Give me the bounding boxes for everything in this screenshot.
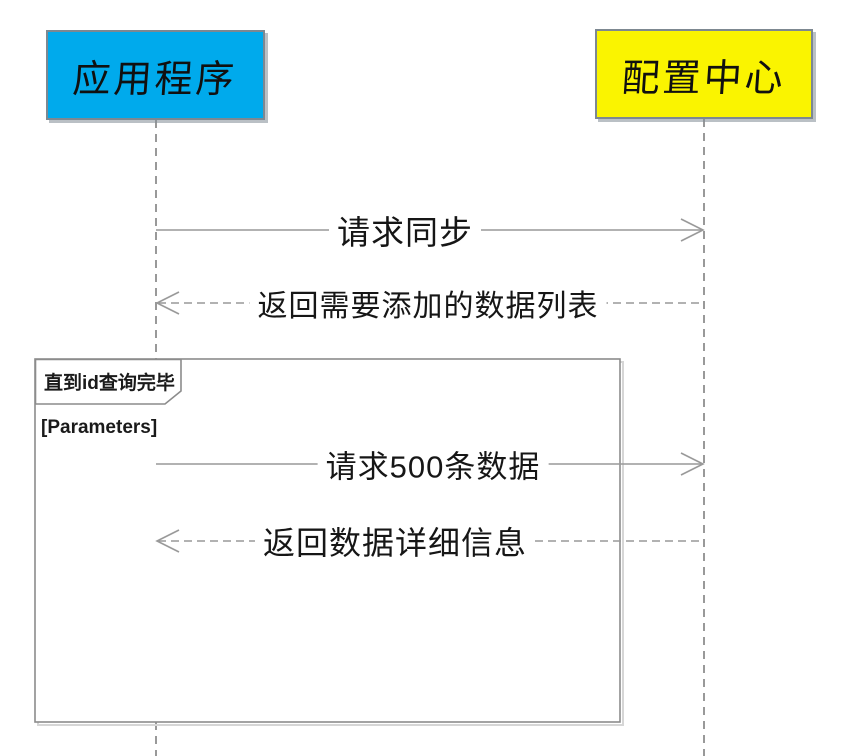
actor-label-application: 应用程序 bbox=[71, 58, 239, 101]
actor-box-config-center[interactable]: 配置中心 bbox=[595, 29, 813, 119]
loop-fragment-guard-label: [Parameters] bbox=[41, 417, 158, 438]
message-label-request-sync[interactable]: 请求同步 bbox=[329, 206, 481, 254]
actor-label-config-center: 配置中心 bbox=[620, 57, 788, 100]
loop-fragment-operator-tab[interactable] bbox=[34, 358, 182, 405]
message-label-request-500[interactable]: 请求500条数据 bbox=[317, 441, 549, 487]
actor-box-application[interactable]: 应用程序 bbox=[46, 30, 265, 120]
arrowhead-right-icon bbox=[680, 452, 705, 476]
arrowhead-right-icon bbox=[680, 218, 705, 242]
message-label-return-detail[interactable]: 返回数据详细信息 bbox=[254, 518, 536, 564]
loop-fragment-operator-label: 直到id查询完毕 bbox=[44, 373, 175, 394]
arrowhead-left-icon bbox=[155, 291, 180, 315]
message-label-return-add-list[interactable]: 返回需要添加的数据列表 bbox=[249, 281, 607, 325]
arrowhead-left-icon bbox=[155, 529, 180, 553]
